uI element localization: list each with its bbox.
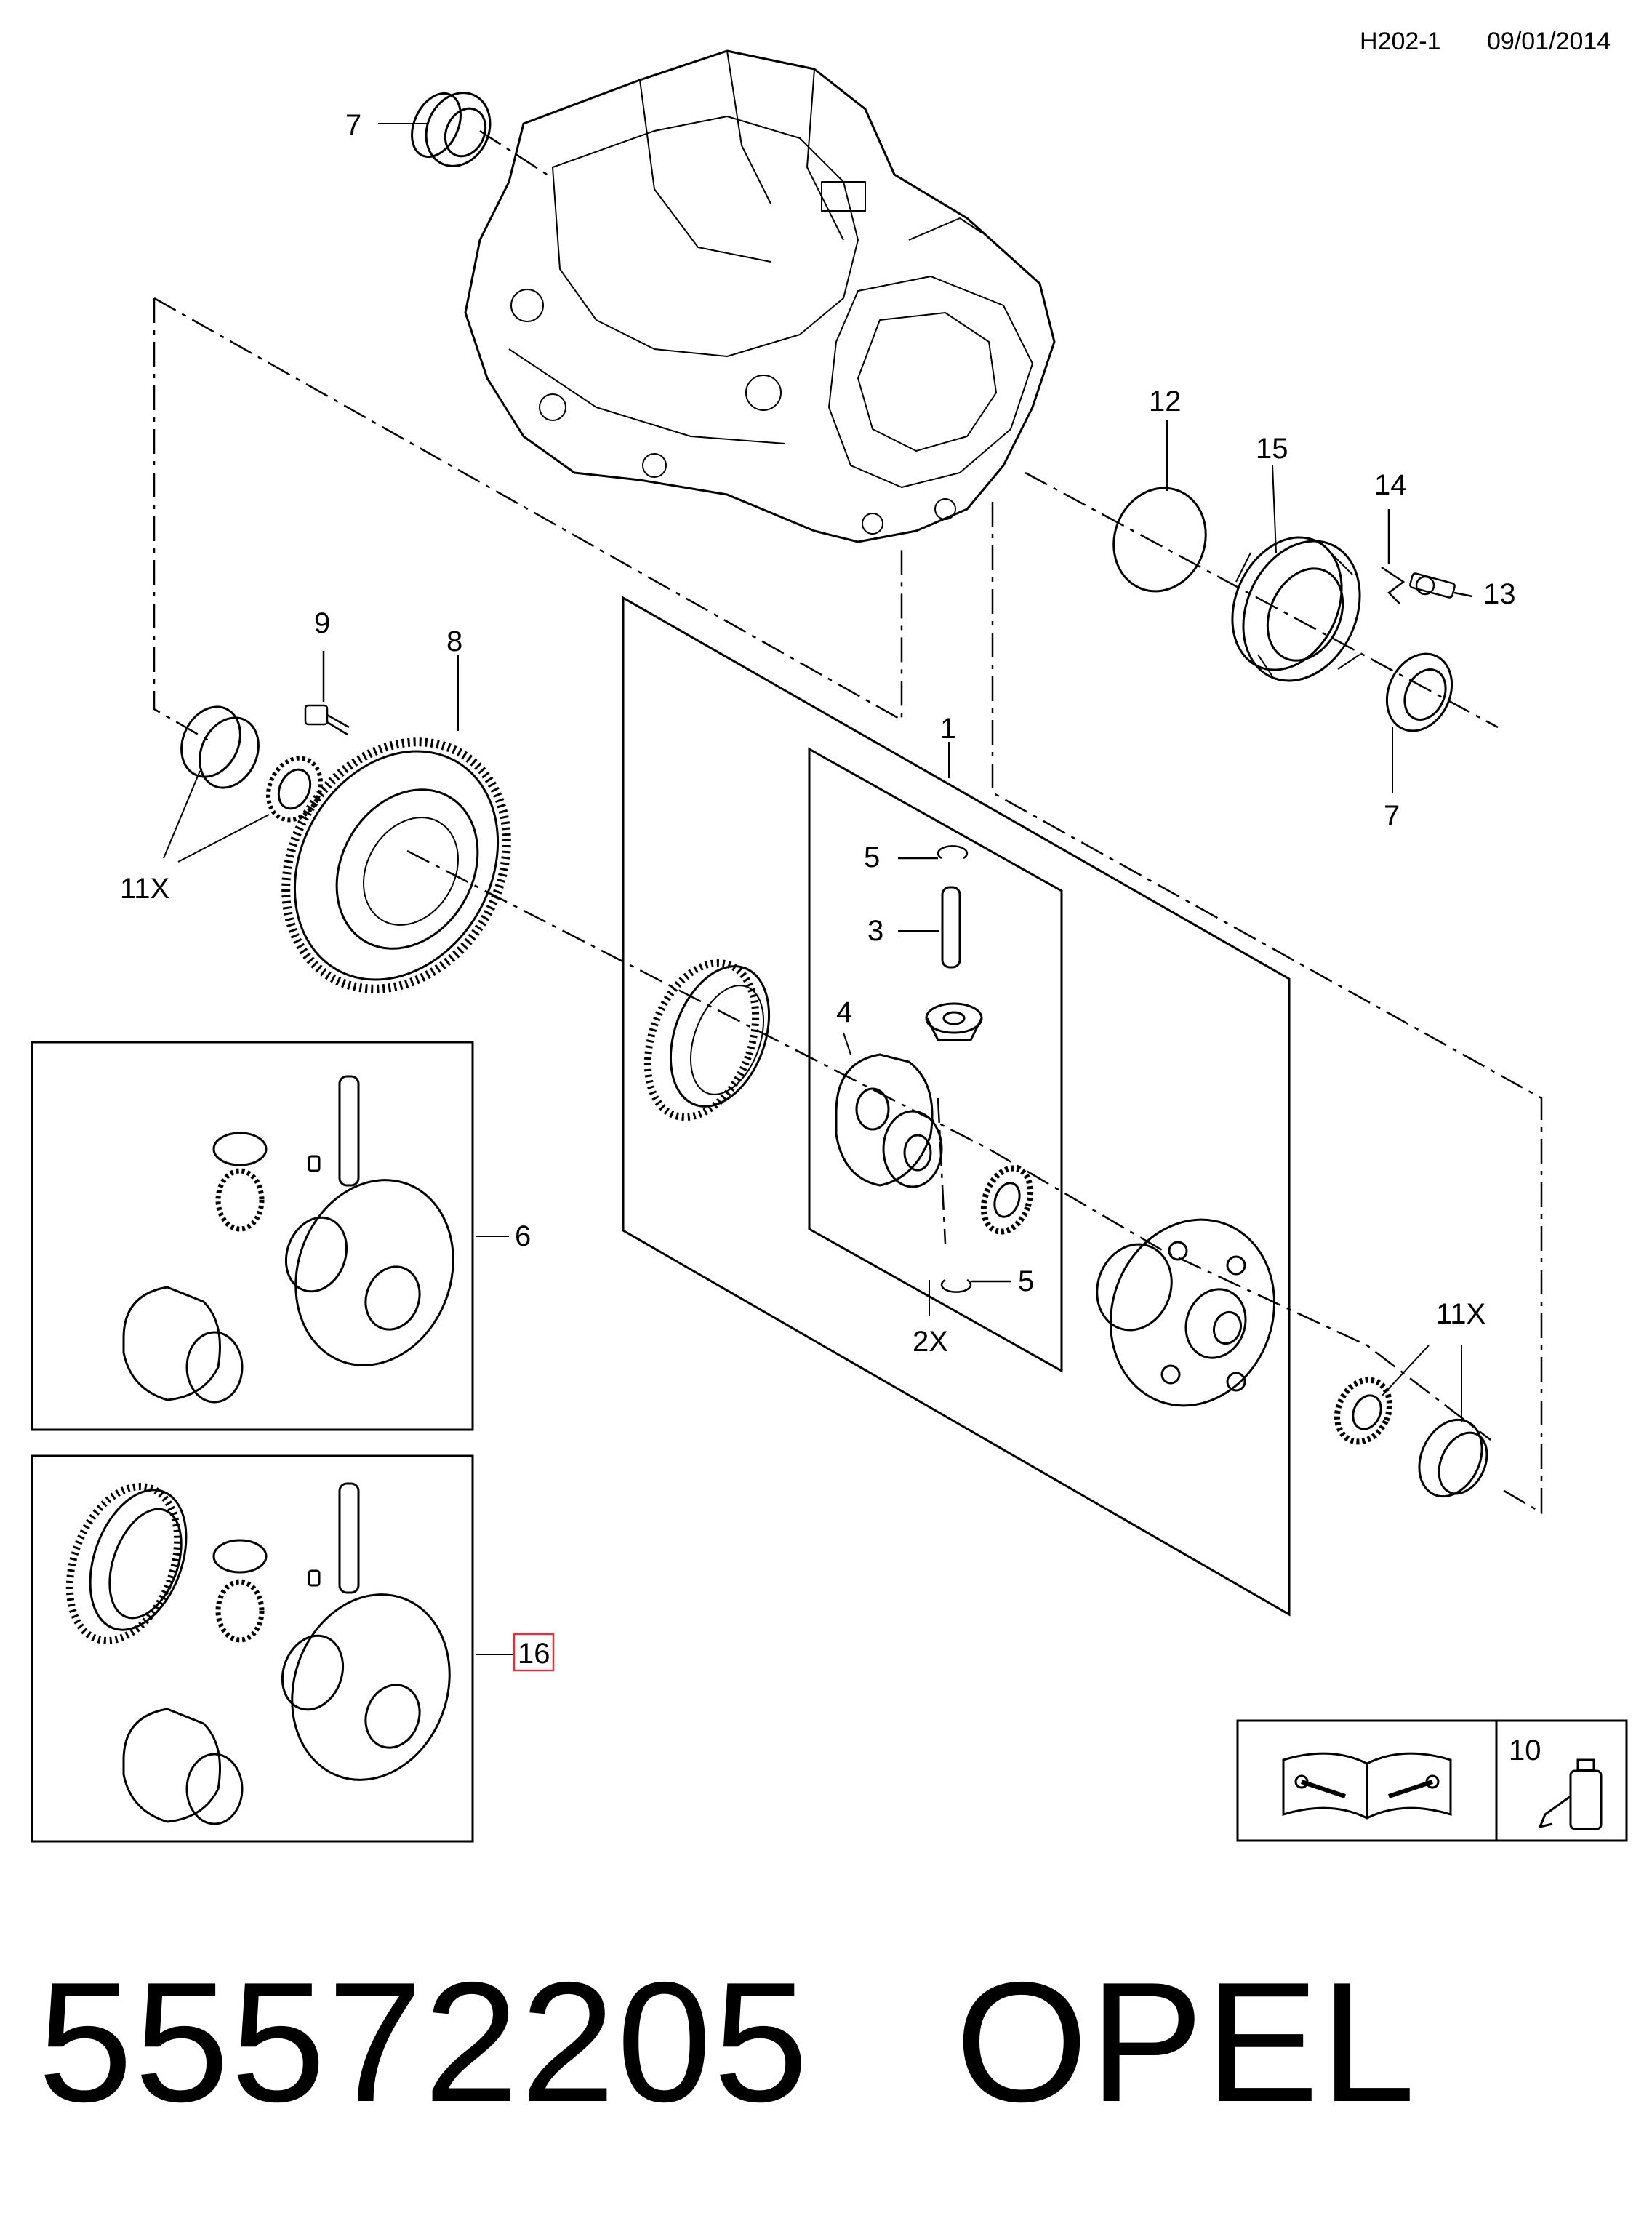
diagram-date: 09/01/2014 — [1487, 28, 1611, 55]
callout-5-bottom: 5 — [1018, 1265, 1034, 1297]
kit-box-16 — [31, 1454, 513, 1843]
circlip-bottom — [940, 1278, 1011, 1293]
pinion-shaft — [898, 886, 961, 969]
callout-10: 10 — [1509, 1734, 1541, 1766]
pinion-shaft-frame — [808, 747, 1063, 1373]
callout-2x: 2X — [913, 1326, 948, 1358]
oil-seal-right — [1385, 652, 1453, 793]
callout-16-box: 16 — [513, 1633, 555, 1672]
part-number: 55572205 — [38, 1946, 810, 2137]
callout-7-right: 7 — [1384, 800, 1400, 832]
o-ring — [1112, 420, 1207, 593]
diagram-code: H202-1 — [1360, 28, 1441, 55]
assembly-dashed-lines — [153, 129, 1543, 1515]
callout-3: 3 — [867, 915, 883, 947]
callout-1: 1 — [940, 713, 956, 745]
ring-gear — [281, 655, 511, 993]
sealant-tube-icon — [1538, 1758, 1603, 1830]
ring-gear-bolt — [304, 651, 350, 736]
bearing-carrier — [1231, 465, 1361, 682]
callout-6: 6 — [515, 1220, 531, 1252]
circlip-top — [898, 845, 969, 860]
callout-7-top: 7 — [345, 109, 361, 141]
service-manual-icon — [1282, 1752, 1452, 1820]
callout-15: 15 — [1256, 433, 1288, 465]
retaining-clip — [1381, 509, 1406, 604]
callout-11x-left: 11X — [120, 873, 169, 905]
callout-4: 4 — [836, 996, 852, 1028]
callout-12: 12 — [1149, 385, 1182, 417]
callout-11x-right: 11X — [1436, 1298, 1485, 1330]
brand-name: OPEL — [955, 1946, 1417, 2137]
kit-box-6 — [31, 1041, 509, 1431]
differential-spider — [835, 1032, 943, 1188]
legend-box — [1236, 1719, 1628, 1842]
tone-ring — [643, 959, 771, 1121]
callout-9: 9 — [314, 607, 330, 639]
bearing-left — [163, 705, 323, 863]
callout-8: 8 — [446, 625, 462, 657]
assembly-frame-1 — [622, 596, 1291, 1617]
bearing-right — [1334, 1345, 1488, 1498]
pinion-gear-top — [925, 1002, 983, 1041]
callout-16: 16 — [518, 1638, 550, 1670]
differential-case — [1096, 1218, 1276, 1407]
callout-14: 14 — [1374, 469, 1407, 501]
callout-5-top: 5 — [864, 841, 880, 873]
callout-13: 13 — [1483, 578, 1516, 610]
oil-seal-top — [411, 92, 492, 167]
carrier-bolt — [1409, 572, 1473, 599]
transmission-housing — [464, 49, 1056, 543]
side-gear — [980, 1165, 1034, 1235]
